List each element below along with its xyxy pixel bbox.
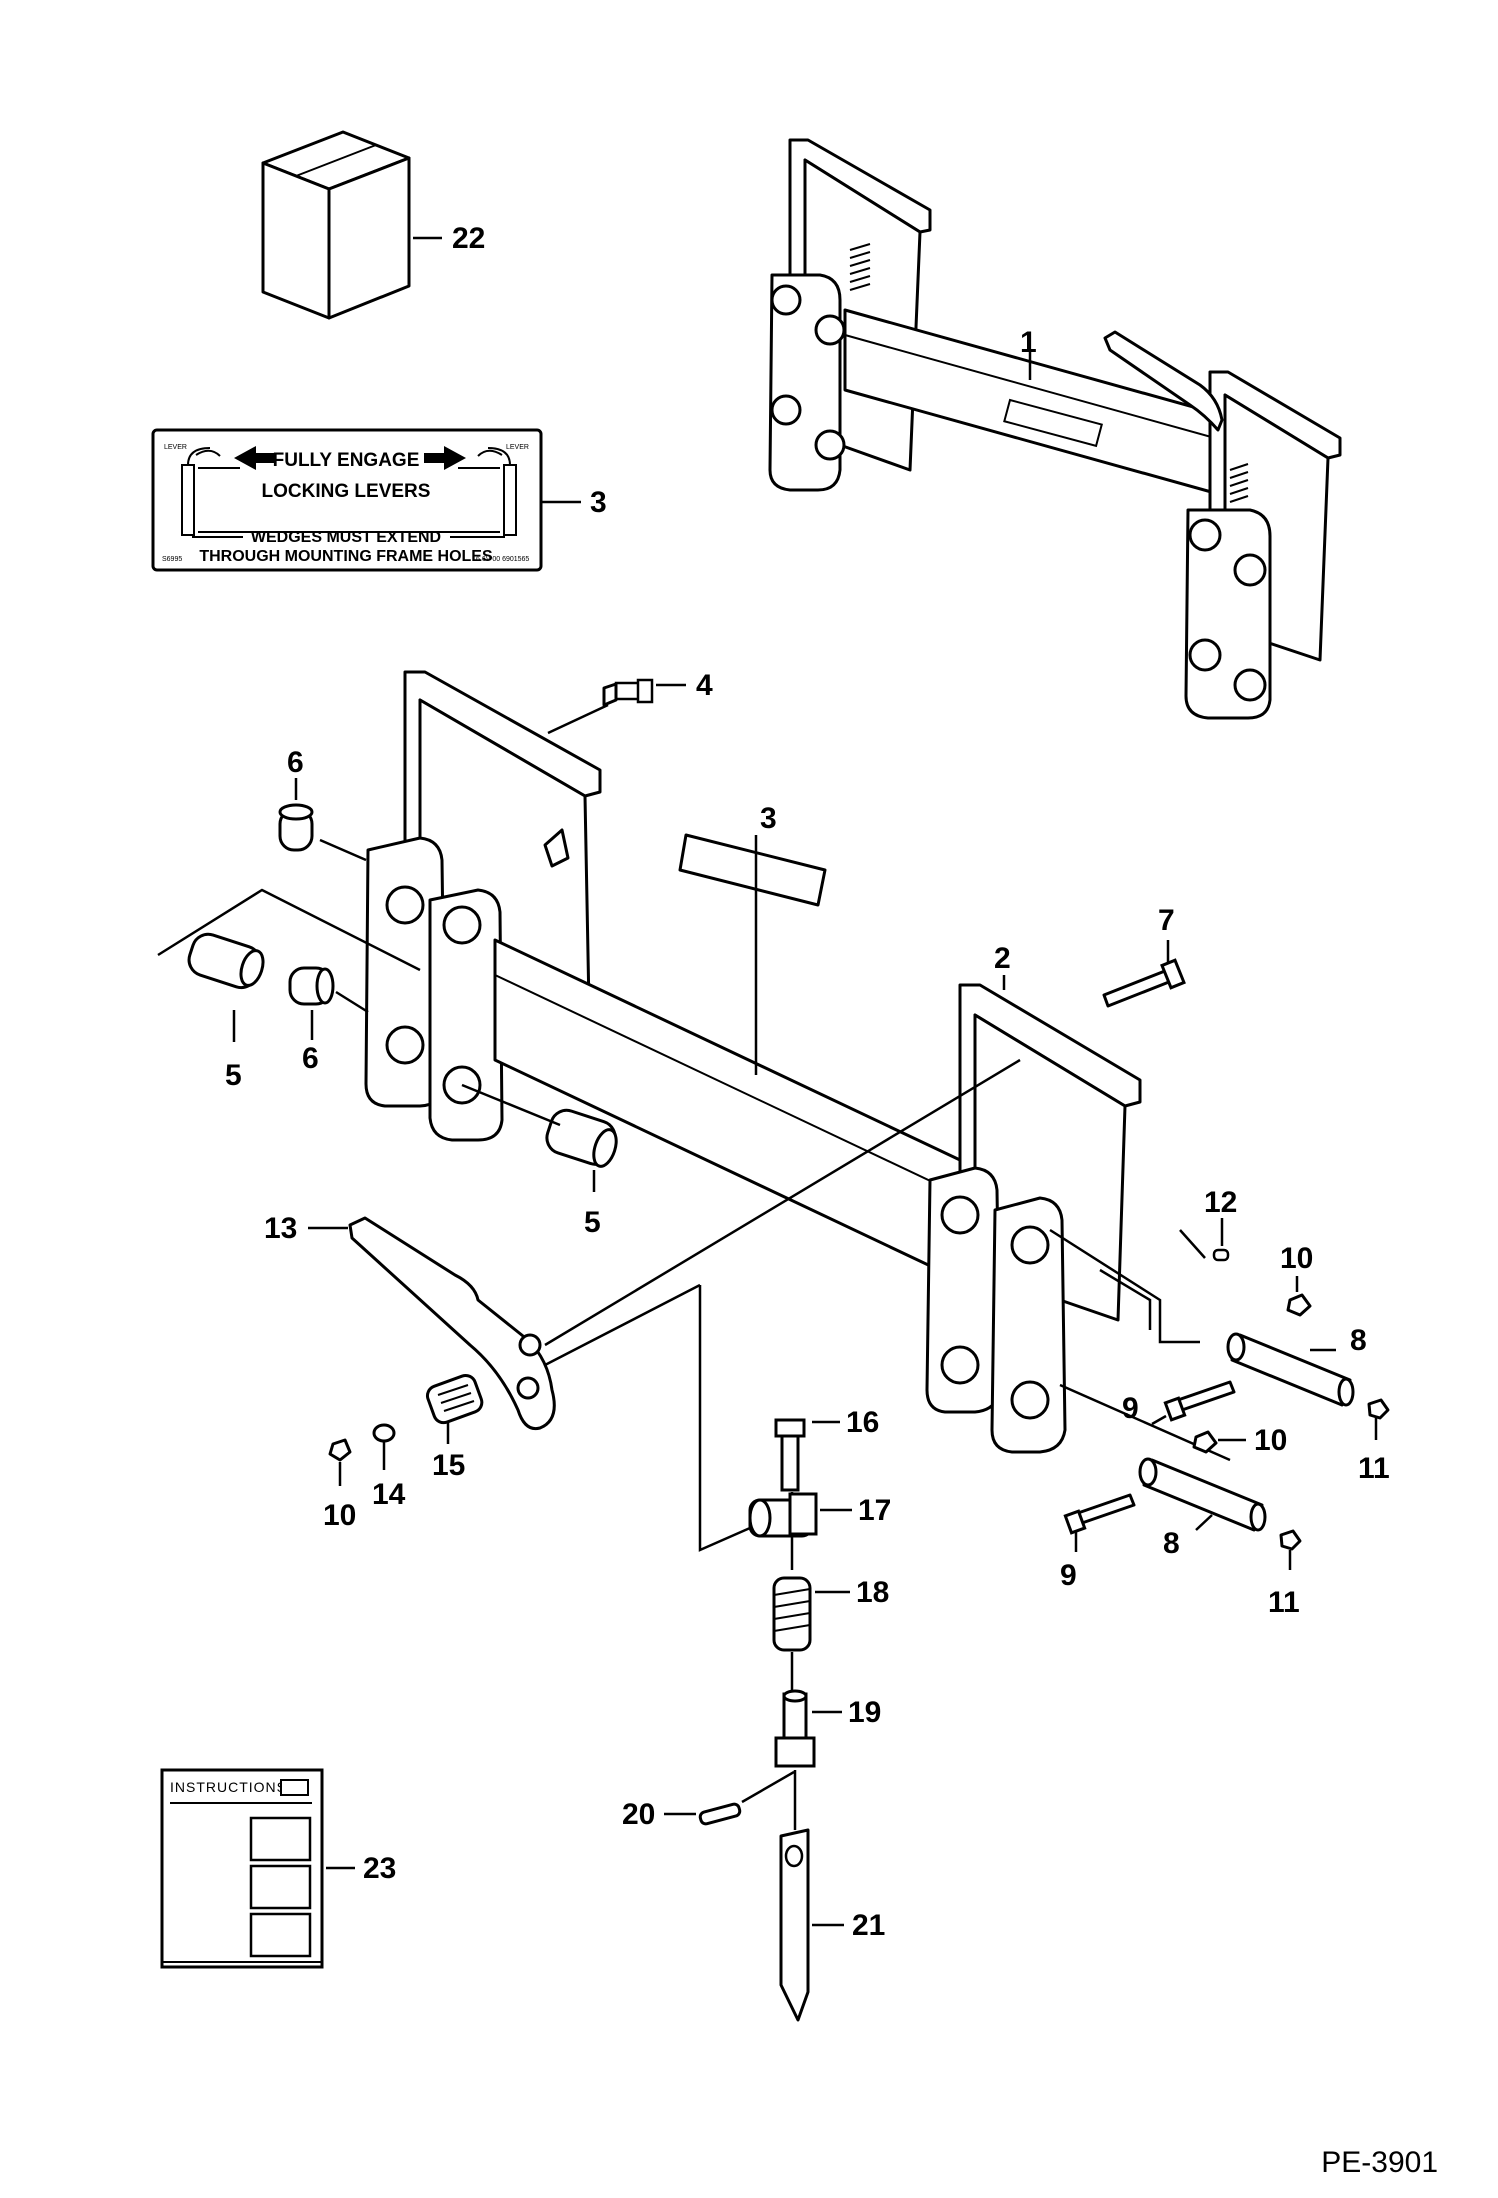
callout-14: 14 [372,1478,406,1511]
callout-2: 2 [994,942,1011,975]
callout-1: 1 [1020,326,1037,359]
decal-line-2: LOCKING LEVERS [262,481,431,502]
decal-line-3: WEDGES MUST EXTEND [251,529,441,546]
decal-lever-right: LEVER [506,444,529,451]
callout-6-upper: 6 [287,746,304,779]
bolt-9-lower [1063,1493,1136,1535]
callout-20: 20 [622,1798,655,1831]
callout-11-lower: 11 [1268,1586,1300,1619]
bolt-9-upper [1163,1380,1236,1422]
callout-10-upper: 10 [1280,1242,1313,1275]
nut-10-upper [1286,1293,1312,1317]
manual-title: INSTRUCTIONS [170,1779,287,1795]
mounting-frame [364,670,1142,1454]
callout-15: 15 [432,1449,465,1482]
operation-manual: INSTRUCTIONS [160,1768,324,1969]
roll-pin-20 [698,1802,742,1826]
fitting-12 [1212,1248,1230,1262]
decal-label: FULLY ENGAGE LOCKING LEVERS WEDGES MUST … [151,428,543,572]
callout-3-decal: 3 [590,486,607,519]
nut-left [328,1438,352,1462]
decal-placement [678,833,827,907]
callout-16: 16 [846,1406,879,1439]
wedge-spring-18 [772,1576,812,1652]
pin-bushing-right [545,1108,618,1168]
callout-19: 19 [848,1696,881,1729]
callout-18: 18 [856,1576,889,1609]
callout-22: 22 [452,222,485,255]
decal-line-1: FULLY ENGAGE [273,450,420,471]
guide-block-17 [748,1492,818,1538]
nut-10-lower [1192,1430,1218,1454]
fitting-11-lower [1279,1529,1302,1551]
callout-10-lower: 10 [1254,1424,1287,1457]
callout-11-upper: 11 [1358,1452,1390,1485]
callout-9-lower: 9 [1060,1559,1077,1592]
callout-21: 21 [852,1909,885,1942]
handle-lever [348,1216,556,1431]
wedge-21 [779,1828,810,2022]
callout-5-left: 5 [225,1059,242,1092]
callout-7: 7 [1158,904,1175,937]
lever-spring [425,1373,484,1425]
carton-box [261,130,411,320]
washer [372,1423,396,1443]
callout-8-lower: 8 [1163,1527,1180,1560]
bolt-16 [774,1418,806,1492]
bushing-lower [288,966,335,1006]
decal-code-left: S6995 [162,556,182,563]
long-bolt [1102,958,1186,1008]
callout-8-upper: 8 [1350,1324,1367,1357]
callout-4: 4 [696,669,713,702]
callout-17: 17 [858,1494,891,1527]
callout-6-lower: 6 [302,1042,319,1075]
callout-23: 23 [363,1852,396,1885]
pin-8-upper [1226,1332,1355,1407]
decal-line-4: THROUGH MOUNTING FRAME HOLES [199,548,493,565]
callout-10-left: 10 [323,1499,356,1532]
callout-12: 12 [1204,1186,1237,1219]
sheet-code: PE-3901 [1321,2146,1438,2179]
wedge-clevis-19 [774,1689,816,1768]
decal-lever-left: LEVER [164,444,187,451]
bushing-upper [278,803,314,852]
callout-9-upper: 9 [1122,1392,1139,1425]
fitting-11-upper [1367,1398,1390,1420]
callout-13: 13 [264,1212,297,1245]
callout-3-frame: 3 [760,802,777,835]
grease-fitting [602,678,654,707]
callout-5-right: 5 [584,1206,601,1239]
pin-bushing-left [187,932,265,990]
decal-code-right: 6.6V 00 6901565 [476,556,529,563]
pin-8-lower [1138,1457,1267,1532]
mounting-frame-assembly [768,138,1342,720]
